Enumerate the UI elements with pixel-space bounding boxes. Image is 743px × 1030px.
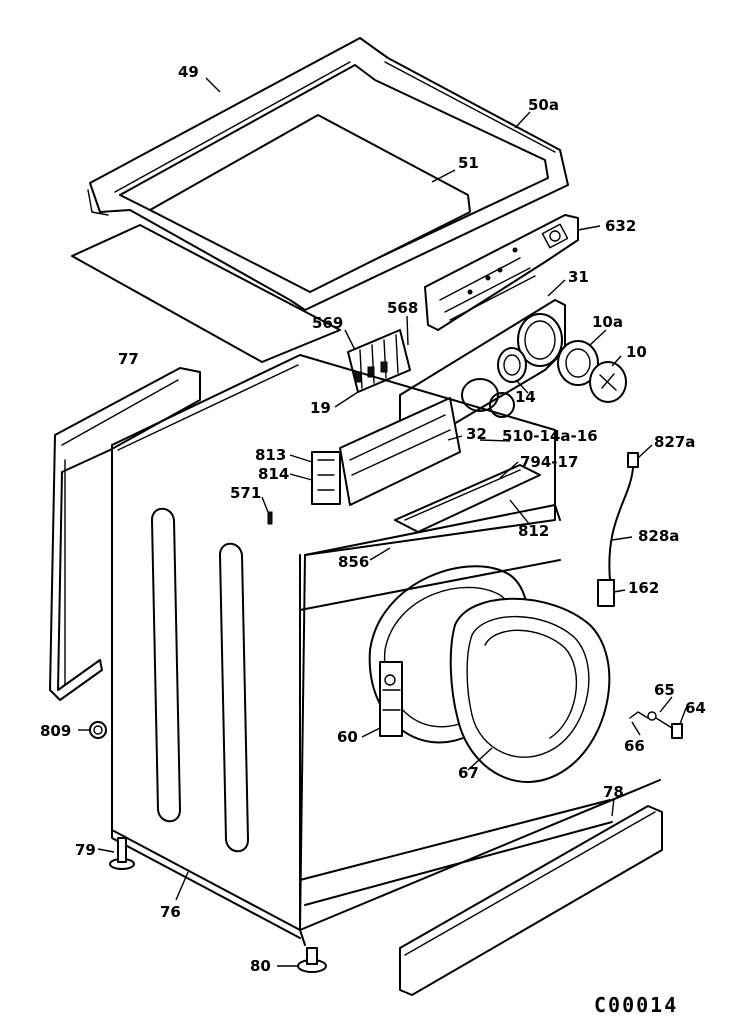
label-569: 569 — [312, 314, 343, 332]
top-cover-panel — [149, 114, 471, 293]
screw-571 — [267, 511, 273, 525]
side-ribs — [151, 507, 249, 853]
label-10: 10 — [626, 343, 647, 361]
label-67: 67 — [458, 764, 479, 782]
label-14: 14 — [515, 388, 536, 406]
knob-bezel-10a — [557, 340, 599, 386]
label-79: 79 — [75, 841, 96, 859]
label-32: 32 — [466, 425, 487, 443]
label-568: 568 — [387, 299, 418, 317]
label-19: 19 — [310, 399, 331, 417]
label-31: 31 — [568, 268, 589, 286]
label-828a: 828a — [638, 527, 679, 545]
label-827a: 827a — [654, 433, 695, 451]
leader-lines — [78, 77, 687, 967]
rear-seal-frame — [49, 367, 201, 701]
label-60: 60 — [337, 728, 358, 746]
label-78: 78 — [603, 783, 624, 801]
label-64: 64 — [685, 699, 706, 717]
label-813: 813 — [255, 446, 286, 464]
label-632: 632 — [605, 217, 636, 235]
label-809: 809 — [40, 722, 71, 740]
knob-10 — [589, 361, 627, 403]
door — [449, 597, 611, 783]
door-hinge — [379, 661, 403, 737]
label-571: 571 — [230, 484, 261, 502]
control-board — [424, 214, 579, 331]
foot-79 — [109, 837, 135, 870]
kickplate — [399, 805, 663, 996]
foot-80 — [297, 947, 327, 973]
cabinet — [111, 354, 661, 946]
label-49: 49 — [178, 63, 199, 81]
label-80: 80 — [250, 957, 271, 975]
dispenser-drawer — [339, 397, 541, 533]
sound-insulation-sheet — [71, 224, 341, 363]
drawing-code: C00014 — [594, 993, 678, 1017]
label-814: 814 — [258, 465, 289, 483]
knob-ring-14 — [497, 347, 527, 383]
label-10a: 10a — [592, 313, 623, 331]
door-lock-cable — [597, 452, 639, 607]
label-794-17: 794-17 — [520, 453, 578, 471]
switch-block — [347, 329, 411, 393]
label-856: 856 — [338, 553, 369, 571]
door-latch-parts — [629, 711, 683, 739]
label-812: 812 — [518, 522, 549, 540]
plug-809 — [89, 721, 107, 739]
label-510-14a-16: 510-14a-16 — [502, 427, 598, 445]
label-51: 51 — [458, 154, 479, 172]
label-77: 77 — [118, 350, 139, 368]
label-66: 66 — [624, 737, 645, 755]
label-76: 76 — [160, 903, 181, 921]
drawer-holder — [311, 451, 341, 505]
label-50a: 50a — [528, 96, 559, 114]
label-65: 65 — [654, 681, 675, 699]
label-162: 162 — [628, 579, 659, 597]
